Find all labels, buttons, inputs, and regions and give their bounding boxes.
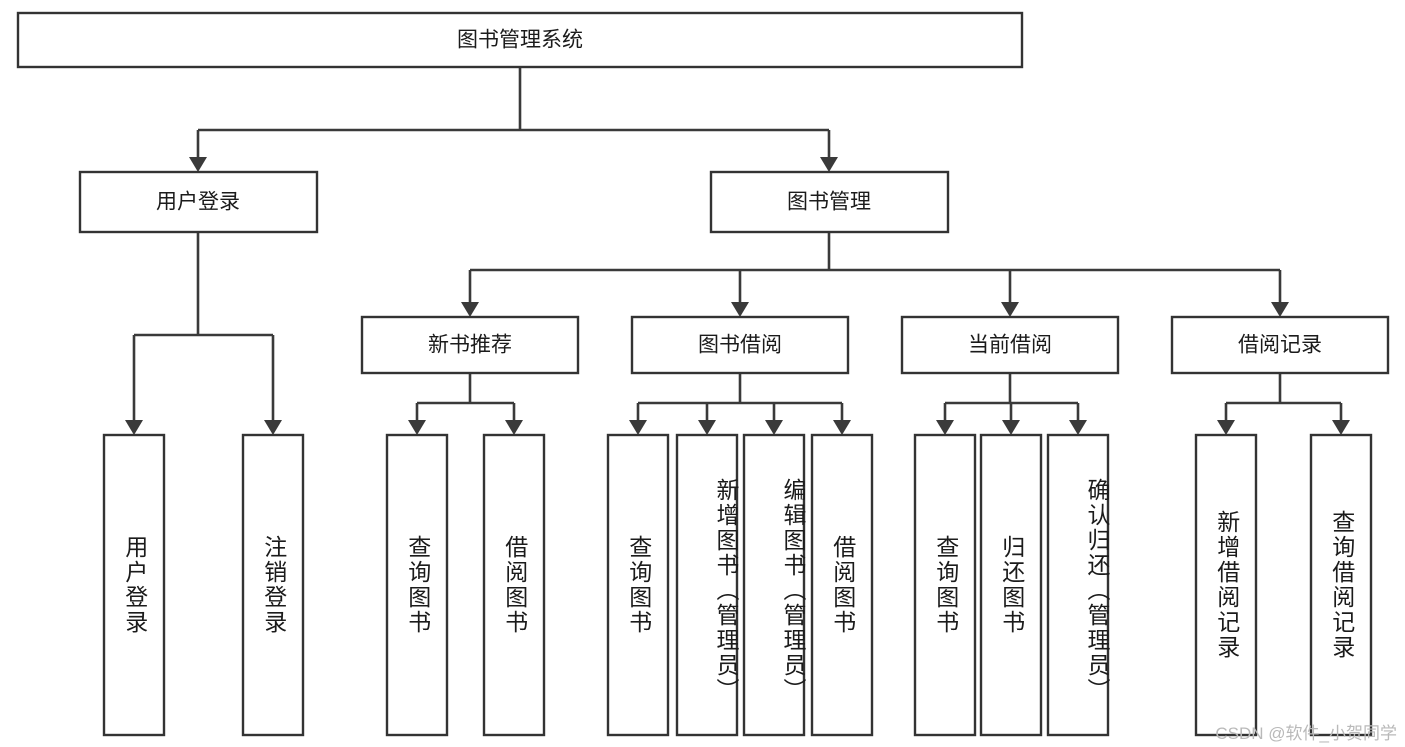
connector-borrowrecord-to-leaves bbox=[1217, 373, 1350, 435]
arrow-head-icon bbox=[833, 420, 851, 435]
connector-root-to-level2 bbox=[189, 67, 838, 172]
arrow-head-icon bbox=[1332, 420, 1350, 435]
node-user-login[interactable]: 用户登录 bbox=[78, 170, 319, 234]
leaf-label-query-book-3: 查询图书 bbox=[932, 535, 959, 635]
leaf-box-confirm-return-admin[interactable] bbox=[1046, 433, 1110, 737]
leaf-box-borrow-book-1[interactable] bbox=[482, 433, 546, 737]
connector-bookborrow-to-leaves bbox=[629, 373, 851, 435]
leaf-box-borrow-book-2[interactable] bbox=[810, 433, 874, 737]
leaf-box-query-book-2[interactable] bbox=[606, 433, 670, 737]
node-label-user-login: 用户登录 bbox=[156, 191, 240, 214]
leaf-box-add-borrow-record[interactable] bbox=[1194, 433, 1258, 737]
leaf-label-add-book-admin: 新增图书（管理员） bbox=[713, 477, 739, 703]
arrow-head-icon bbox=[629, 420, 647, 435]
arrow-head-icon bbox=[408, 420, 426, 435]
leaf-box-query-book-1[interactable] bbox=[385, 433, 449, 737]
connector-newbook-to-leaves bbox=[408, 373, 523, 435]
node-label-root: 图书管理系统 bbox=[457, 29, 583, 52]
node-label-current-borrow: 当前借阅 bbox=[968, 334, 1052, 357]
node-box-shape bbox=[78, 170, 319, 234]
arrow-head-icon bbox=[189, 157, 207, 172]
arrow-head-icon bbox=[698, 420, 716, 435]
node-new-book-recommend[interactable]: 新书推荐 bbox=[360, 315, 580, 375]
arrow-head-icon bbox=[125, 420, 143, 435]
leaf-box-query-book-3[interactable] bbox=[913, 433, 977, 737]
node-borrow-record[interactable]: 借阅记录 bbox=[1170, 315, 1390, 375]
leaf-label-return-book: 归还图书 bbox=[998, 535, 1025, 635]
leaf-label-query-borrow-record: 查询借阅记录 bbox=[1328, 510, 1355, 660]
node-box-shape bbox=[630, 315, 850, 375]
leaf-label-confirm-return-admin: 确认归还（管理员） bbox=[1084, 477, 1110, 703]
leaf-box-logout-login[interactable] bbox=[241, 433, 305, 737]
arrow-head-icon bbox=[1217, 420, 1235, 435]
node-label-new-book-recommend: 新书推荐 bbox=[428, 334, 512, 357]
connector-userlogin-to-leaves bbox=[125, 232, 282, 435]
node-root[interactable]: 图书管理系统 bbox=[16, 11, 1024, 69]
arrow-head-icon bbox=[820, 157, 838, 172]
leaf-label-query-book-2: 查询图书 bbox=[625, 535, 652, 635]
arrow-head-icon bbox=[505, 420, 523, 435]
csdn-watermark: CSDN @软件_小贺同学 bbox=[1215, 724, 1397, 743]
arrow-head-icon bbox=[264, 420, 282, 435]
leaf-label-borrow-book-2: 借阅图书 bbox=[829, 535, 856, 635]
leaf-label-add-borrow-record: 新增借阅记录 bbox=[1213, 510, 1240, 660]
arrow-head-icon bbox=[1069, 420, 1087, 435]
leaf-label-borrow-book-1: 借阅图书 bbox=[501, 535, 528, 635]
node-label-borrow-record: 借阅记录 bbox=[1238, 334, 1322, 357]
arrow-head-icon bbox=[936, 420, 954, 435]
leaf-label-user-login: 用户登录 bbox=[121, 535, 148, 635]
node-current-borrow[interactable]: 当前借阅 bbox=[900, 315, 1120, 375]
leaf-box-edit-book-admin[interactable] bbox=[742, 433, 806, 737]
node-box-shape bbox=[360, 315, 580, 375]
leaf-label-logout-login: 注销登录 bbox=[260, 535, 287, 635]
node-box-shape bbox=[16, 11, 1024, 69]
node-label-book-management: 图书管理 bbox=[787, 191, 871, 214]
leaf-box-add-book-admin[interactable] bbox=[675, 433, 739, 737]
leaf-label-edit-book-admin: 编辑图书（管理员） bbox=[780, 477, 806, 703]
node-book-borrow[interactable]: 图书借阅 bbox=[630, 315, 850, 375]
arrow-head-icon bbox=[1001, 302, 1019, 317]
node-box-shape bbox=[709, 170, 950, 234]
arrow-head-icon bbox=[461, 302, 479, 317]
connector-booksys-to-level3 bbox=[461, 232, 1289, 317]
leaf-box-query-borrow-record[interactable] bbox=[1309, 433, 1373, 737]
arrow-head-icon bbox=[731, 302, 749, 317]
leaf-box-user-login[interactable] bbox=[102, 433, 166, 737]
arrow-head-icon bbox=[1271, 302, 1289, 317]
connector-currentborrow-to-leaves bbox=[936, 373, 1087, 435]
leaf-box-return-book[interactable] bbox=[979, 433, 1043, 737]
node-box-shape bbox=[900, 315, 1120, 375]
leaf-boxes bbox=[102, 433, 1373, 737]
arrow-head-icon bbox=[1002, 420, 1020, 435]
node-box-shape bbox=[1170, 315, 1390, 375]
node-label-book-borrow: 图书借阅 bbox=[698, 334, 782, 357]
arrow-head-icon bbox=[765, 420, 783, 435]
node-book-management[interactable]: 图书管理 bbox=[709, 170, 950, 234]
leaf-label-query-book-1: 查询图书 bbox=[404, 535, 431, 635]
